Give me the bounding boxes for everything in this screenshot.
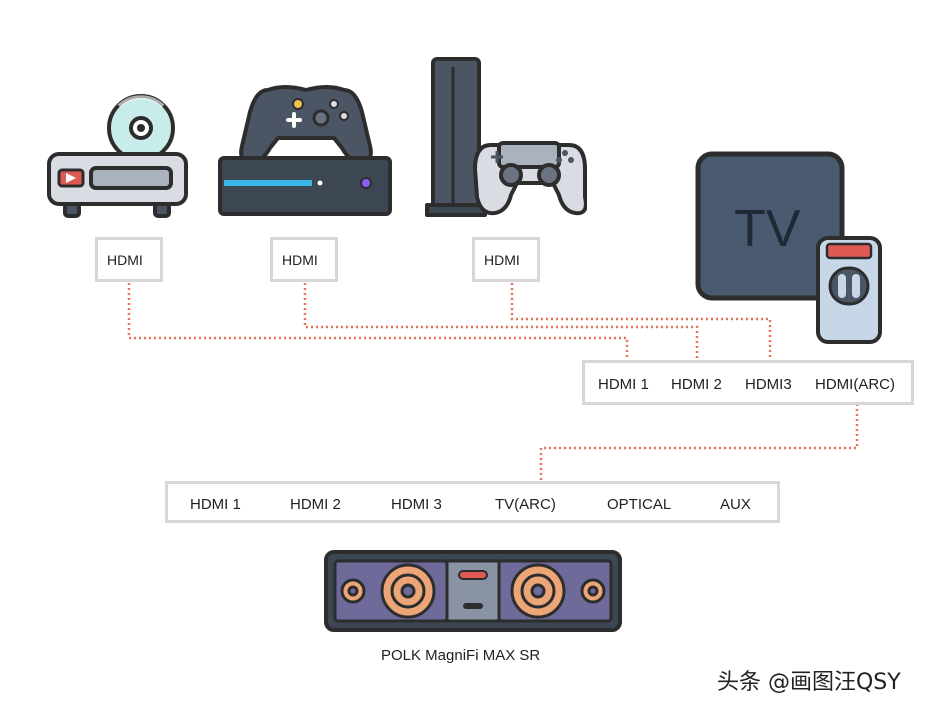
dvd-player-icon (47, 94, 188, 218)
xbox-console-icon (218, 85, 392, 216)
tv-ports-box: HDMI 1 HDMI 2 HDMI3 HDMI(ARC) (582, 360, 914, 405)
soundbar-icon (324, 550, 622, 632)
soundbar-ports-box: HDMI 1 HDMI 2 HDMI 3 TV(ARC) OPTICAL AUX (165, 481, 780, 523)
playstation-hdmi-port-box: HDMI (472, 237, 540, 282)
dvd-hdmi-port-box: HDMI (95, 237, 163, 282)
watermark: 头条 @画图汪QSY (717, 670, 901, 695)
wire-dvd-to-tv-hdmi1 (127, 283, 629, 363)
wire-ps-to-tv-hdmi3 (510, 283, 772, 363)
tv-with-remote-icon: TV (695, 151, 882, 344)
soundbar-port-hdmi2: HDMI 2 (290, 496, 341, 513)
dvd-hdmi-label: HDMI (107, 252, 143, 268)
tv-screen-text: TV (734, 200, 801, 258)
xbox-hdmi-label: HDMI (282, 252, 318, 268)
tv-port-hdmi1: HDMI 1 (598, 376, 649, 393)
xbox-hdmi-port-box: HDMI (270, 237, 338, 282)
soundbar-port-aux: AUX (720, 496, 751, 513)
playstation-console-icon (425, 57, 587, 217)
soundbar-port-optical: OPTICAL (607, 496, 672, 513)
tv-port-hdmi3: HDMI3 (745, 376, 792, 393)
wire-tv-arc-to-soundbar-arc (539, 404, 859, 483)
tv-port-hdmi-arc: HDMI(ARC) (815, 376, 895, 393)
soundbar-port-tv-arc: TV(ARC) (495, 496, 556, 513)
playstation-hdmi-label: HDMI (484, 252, 520, 268)
soundbar-port-hdmi1: HDMI 1 (190, 496, 241, 513)
wire-xbox-to-tv-hdmi2 (303, 283, 699, 363)
soundbar-caption: POLK MagniFi MAX SR (381, 647, 541, 664)
tv-port-hdmi2: HDMI 2 (671, 376, 722, 393)
soundbar-port-hdmi3: HDMI 3 (391, 496, 442, 513)
